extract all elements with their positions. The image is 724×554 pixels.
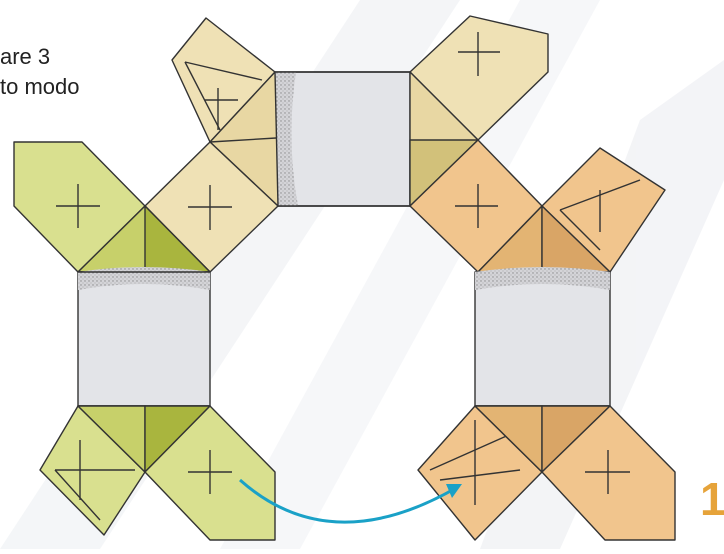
caption-line-1: are 3 xyxy=(0,46,50,68)
caption-line-2: to modo xyxy=(0,76,80,98)
right-center-panel xyxy=(475,267,610,412)
step-number: 1 xyxy=(700,476,724,522)
top-center-panel xyxy=(272,72,410,206)
left-center-panel xyxy=(78,267,210,412)
